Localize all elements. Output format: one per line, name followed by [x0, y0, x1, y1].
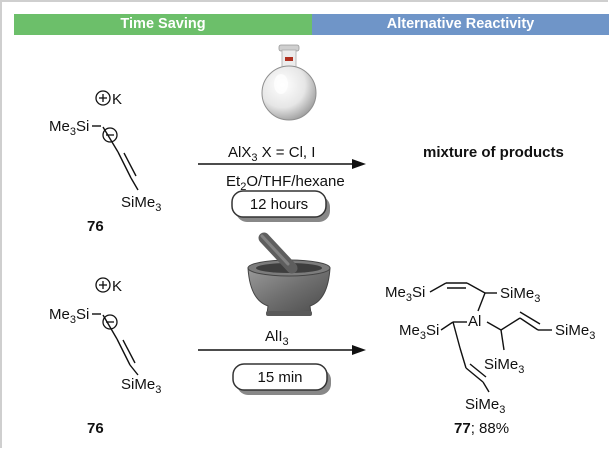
reagent-bottom: AlI3: [265, 328, 289, 348]
svg-text:12 hours: 12 hours: [250, 196, 308, 213]
mortar-and-pestle-icon: [247, 232, 331, 316]
solvent-top: Et2O/THF/hexane: [226, 173, 345, 193]
reagent-top: AlX3 X = Cl, I: [228, 144, 315, 164]
compound-number-76-bottom: 76: [87, 420, 104, 437]
mixture-of-products: mixture of products: [423, 144, 564, 161]
tms-right-label: SiMe3: [465, 396, 505, 416]
tms-right-label: SiMe3: [555, 322, 595, 342]
counter-ion-label: K: [112, 91, 122, 108]
tms-right-label: SiMe3: [500, 285, 540, 305]
tms-right-label-bottom: SiMe3: [121, 376, 161, 396]
header-time-saving: Time Saving: [14, 14, 312, 35]
tms-right-label-top: SiMe3: [121, 194, 161, 214]
aluminum-label: Al: [468, 313, 481, 330]
reactant-76-bottom: K Me3Si SiMe3: [49, 277, 161, 396]
reactant-76-top: K Me3Si SiMe3: [49, 90, 161, 214]
round-bottom-flask-icon: [261, 44, 317, 121]
header-alternative-reactivity: Alternative Reactivity: [312, 14, 609, 35]
svg-text:15 min: 15 min: [257, 369, 302, 386]
compound-number-76-top: 76: [87, 218, 104, 235]
charge-plus-icon: [95, 90, 111, 106]
counter-ion-label: K: [112, 278, 122, 295]
tms-label: Me3Si: [399, 322, 439, 342]
tms-label: Me3Si: [385, 284, 425, 304]
time-badge-top: 12 hours: [231, 190, 330, 222]
tms-right-label: SiMe3: [484, 356, 524, 376]
tms-label-bottom: Me3Si: [49, 306, 89, 326]
product-77-label: 77; 88%: [454, 420, 509, 437]
time-badge-bottom: 15 min: [232, 363, 331, 395]
charge-plus-icon: [95, 277, 111, 293]
product-77-structure: Me3Si SiMe3 Al Me3Si SiMe3 SiMe3 SiMe3: [385, 282, 595, 416]
tms-label-top: Me3Si: [49, 118, 89, 138]
